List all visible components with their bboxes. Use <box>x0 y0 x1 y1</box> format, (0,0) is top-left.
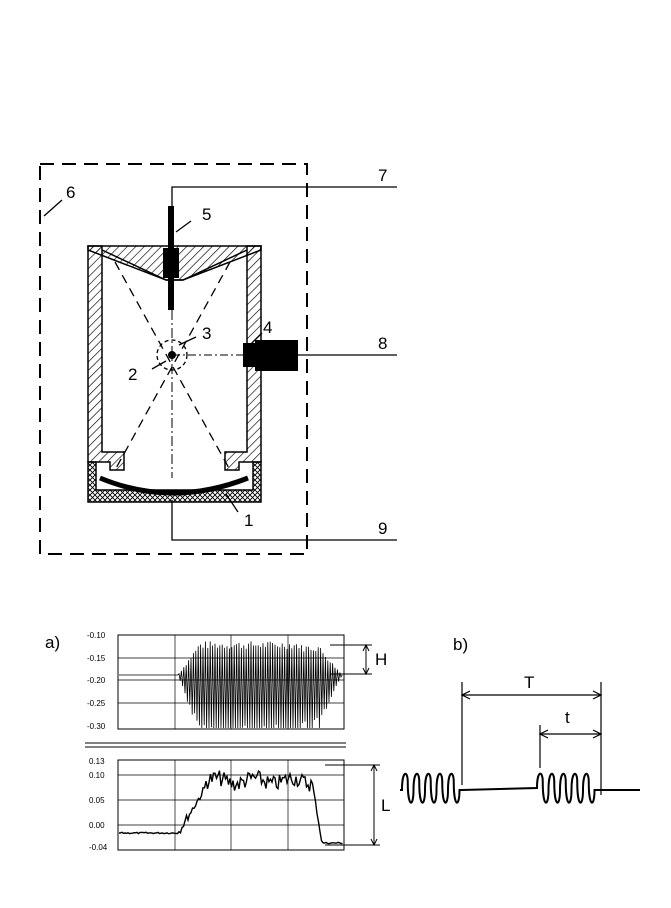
sphere-center <box>168 351 176 359</box>
dashed-enclosure <box>39 163 308 555</box>
top-tick-0: -0.10 <box>87 631 106 640</box>
top-plot: -0.10 -0.15 -0.20 -0.25 -0.30 <box>87 631 345 731</box>
label-4: 4 <box>263 318 272 337</box>
label-1: 1 <box>244 511 253 530</box>
dimension-t-period <box>460 682 603 795</box>
label-2: 2 <box>128 365 137 384</box>
panel-b: b) T t <box>400 635 640 804</box>
top-signal-trace <box>119 641 343 729</box>
dim-t-small-label: t <box>565 708 570 727</box>
panel-a-label: a) <box>45 633 60 652</box>
detector <box>255 340 298 371</box>
label-8: 8 <box>378 334 387 353</box>
pulse-train-trace <box>400 772 640 804</box>
chamber-housing <box>87 245 262 503</box>
label-7: 7 <box>378 166 387 185</box>
dimension-t-burst <box>538 725 603 768</box>
bottom-tick-3: 0.00 <box>89 821 105 830</box>
top-tick-3: -0.25 <box>87 699 106 708</box>
dim-t-label: T <box>524 673 534 692</box>
top-tick-1: -0.15 <box>87 654 106 663</box>
bottom-signal-trace <box>118 769 343 845</box>
label-9: 9 <box>378 519 387 538</box>
panel-b-label: b) <box>453 635 468 654</box>
light-rays <box>114 261 231 471</box>
bottom-tick-4: -0.04 <box>89 843 108 852</box>
bottom-tick-0: 0.13 <box>89 757 105 766</box>
panel-a: a) -0.10 -0.15 -0.20 -0.25 -0.30 <box>45 631 390 852</box>
bottom-plot: 0.13 0.10 0.05 0.00 -0.04 <box>89 757 345 852</box>
bottom-tick-2: 0.05 <box>89 796 105 805</box>
label-3: 3 <box>202 324 211 343</box>
dim-l-label: L <box>381 796 390 815</box>
dimension-l <box>325 763 380 847</box>
label-5: 5 <box>202 205 211 224</box>
rod-block <box>163 248 179 278</box>
bottom-tick-1: 0.10 <box>89 771 105 780</box>
label-6: 6 <box>66 183 75 202</box>
dimension-h <box>330 643 372 676</box>
top-tick-4: -0.30 <box>87 722 106 731</box>
dim-h-label: H <box>375 650 387 669</box>
device-schematic: 6 7 5 3 4 8 2 1 9 <box>39 163 397 555</box>
sphere-outline <box>156 339 188 371</box>
top-tick-2: -0.20 <box>87 676 106 685</box>
